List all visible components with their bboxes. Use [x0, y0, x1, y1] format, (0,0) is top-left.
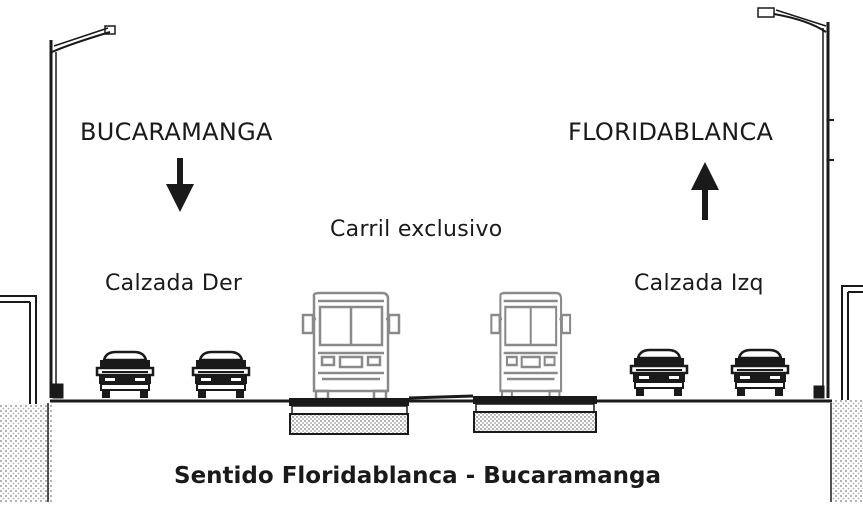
label-floridablanca: FLORIDABLANCA — [568, 118, 774, 146]
label-bucaramanga: BUCARAMANGA — [80, 118, 273, 146]
label-sentido: Sentido Floridablanca - Bucaramanga — [174, 463, 662, 489]
label-calzada-izq: Calzada Izq — [634, 271, 764, 296]
arrow-up-icon — [691, 162, 719, 220]
car-icon — [629, 348, 689, 398]
arrow-down-icon — [166, 158, 194, 212]
street-lamp-icon — [49, 25, 116, 399]
car-icon — [191, 350, 251, 400]
right-sidewalk-profile — [841, 285, 863, 400]
ground-right-hatch — [832, 400, 863, 502]
bus-icon — [301, 291, 401, 401]
exclusive-lane-slab-right — [473, 396, 597, 433]
street-lamp-icon — [757, 7, 834, 399]
car-icon — [730, 348, 790, 398]
label-calzada-der: Calzada Der — [105, 271, 243, 296]
car-icon — [95, 350, 155, 400]
exclusive-lane-slab-left — [289, 398, 409, 435]
bus-icon — [490, 291, 572, 401]
ground-left-hatch — [0, 404, 52, 502]
label-carril-exclusivo: Carril exclusivo — [330, 217, 503, 242]
left-sidewalk-profile — [0, 295, 37, 404]
